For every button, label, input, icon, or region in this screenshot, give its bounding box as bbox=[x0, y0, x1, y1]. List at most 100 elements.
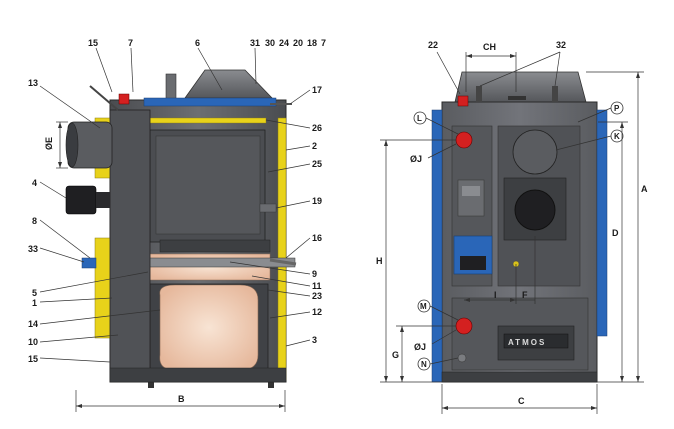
front-controller-screen bbox=[462, 186, 480, 196]
side-blue-knob bbox=[81, 257, 97, 269]
front-oj-bottom-leader bbox=[431, 329, 457, 345]
side-label-14: 14 bbox=[28, 319, 38, 329]
side-label-9: 9 bbox=[312, 269, 317, 279]
side-leaders bbox=[39, 47, 311, 363]
side-label-18: 18 bbox=[307, 38, 317, 48]
side-label-15-top: 15 bbox=[88, 38, 98, 48]
dim-b bbox=[75, 390, 286, 412]
side-fan-mount bbox=[96, 192, 110, 208]
side-label-16: 16 bbox=[312, 233, 322, 243]
side-top-hood bbox=[184, 69, 273, 99]
front-label-n: N bbox=[421, 360, 427, 369]
front-label-m: M bbox=[420, 302, 427, 311]
dim-c-label: C bbox=[518, 396, 525, 406]
side-lower-insulation bbox=[159, 284, 259, 371]
front-base bbox=[441, 371, 598, 383]
dim-ch bbox=[465, 52, 517, 92]
side-label-13: 13 bbox=[28, 78, 38, 88]
dim-ch-label: CH bbox=[483, 42, 496, 52]
dim-d-label: D bbox=[612, 228, 619, 238]
side-label-31: 31 bbox=[250, 38, 260, 48]
side-label-23: 23 bbox=[312, 291, 322, 301]
front-red-bottom bbox=[455, 317, 473, 335]
side-label-4: 4 bbox=[32, 178, 37, 188]
side-label-24: 24 bbox=[279, 38, 289, 48]
front-circle-markers bbox=[413, 101, 624, 371]
front-atmos-inner bbox=[503, 333, 569, 349]
side-label-7-right: 7 bbox=[321, 38, 326, 48]
dim-g-label: G bbox=[392, 350, 399, 360]
front-pipe-32-left bbox=[476, 86, 482, 102]
side-label-3: 3 bbox=[312, 335, 317, 345]
front-label-32: 32 bbox=[556, 40, 566, 50]
side-right-yellow bbox=[277, 117, 287, 381]
side-fan bbox=[65, 185, 97, 215]
dim-oe bbox=[56, 121, 68, 169]
side-label-7-top: 7 bbox=[128, 38, 133, 48]
side-label-19: 19 bbox=[312, 196, 322, 206]
side-label-1: 1 bbox=[32, 298, 37, 308]
side-label-6: 6 bbox=[195, 38, 200, 48]
side-label-10: 10 bbox=[28, 337, 38, 347]
side-flue-opening bbox=[65, 122, 79, 168]
side-label-11: 11 bbox=[312, 281, 322, 291]
front-drain bbox=[457, 353, 467, 363]
front-22-leader bbox=[436, 51, 461, 95]
side-front-door bbox=[109, 109, 151, 371]
side-label-20: 20 bbox=[293, 38, 303, 48]
dim-b-label: B bbox=[178, 394, 185, 404]
dim-h-label: H bbox=[376, 256, 383, 266]
side-label-25: 25 bbox=[312, 159, 322, 169]
side-label-30: 30 bbox=[265, 38, 275, 48]
side-label-2: 2 bbox=[312, 141, 317, 151]
front-32-leader-b bbox=[554, 51, 561, 87]
front-door-hole bbox=[514, 189, 556, 231]
side-leg-right bbox=[268, 380, 274, 388]
front-pipe-32-right bbox=[552, 86, 558, 102]
side-upper-chamber-inner bbox=[155, 135, 261, 235]
dim-g bbox=[396, 325, 456, 382]
atmos-plate-text: ATMOS bbox=[508, 338, 546, 347]
side-nozzle-row bbox=[159, 239, 271, 253]
front-fan-grille bbox=[460, 256, 486, 270]
side-base bbox=[109, 367, 287, 383]
side-label-17: 17 bbox=[312, 85, 322, 95]
dim-i-label: I bbox=[494, 290, 497, 300]
front-red-upper bbox=[455, 131, 473, 149]
front-red-top bbox=[457, 95, 469, 107]
front-label-k: K bbox=[614, 132, 620, 141]
front-blue-right bbox=[596, 109, 608, 337]
front-flue-circle bbox=[512, 129, 558, 175]
side-label-5: 5 bbox=[32, 288, 37, 298]
dim-a bbox=[586, 71, 644, 383]
side-leg-left bbox=[148, 380, 154, 388]
front-label-oj-bottom: ØJ bbox=[414, 342, 426, 352]
side-red-part bbox=[118, 93, 130, 105]
dim-h bbox=[380, 139, 456, 383]
side-label-12: 12 bbox=[312, 307, 322, 317]
side-view bbox=[65, 69, 297, 388]
front-label-l: L bbox=[417, 114, 422, 123]
side-lever bbox=[89, 85, 119, 111]
front-label-oj-top: ØJ bbox=[410, 154, 422, 164]
front-controller bbox=[457, 179, 485, 217]
dim-i-f bbox=[464, 236, 536, 304]
side-label-33: 33 bbox=[28, 244, 38, 254]
side-label-26: 26 bbox=[312, 123, 322, 133]
side-label-oe: ØE bbox=[44, 137, 54, 150]
front-top-handle bbox=[508, 96, 526, 100]
front-label-22: 22 bbox=[428, 40, 438, 50]
front-view bbox=[431, 71, 608, 383]
front-32-leader-a bbox=[479, 51, 561, 87]
side-top-flue bbox=[165, 73, 177, 101]
side-top-yellow bbox=[149, 117, 267, 124]
side-top-blue bbox=[143, 97, 277, 107]
dim-a-label: A bbox=[641, 184, 648, 194]
dim-c bbox=[441, 384, 598, 414]
side-pipe-19 bbox=[259, 203, 277, 213]
dim-d bbox=[598, 121, 628, 382]
side-pipe-16 bbox=[269, 258, 297, 266]
side-left-yellow-bottom bbox=[94, 237, 112, 339]
side-label-8: 8 bbox=[32, 216, 37, 226]
